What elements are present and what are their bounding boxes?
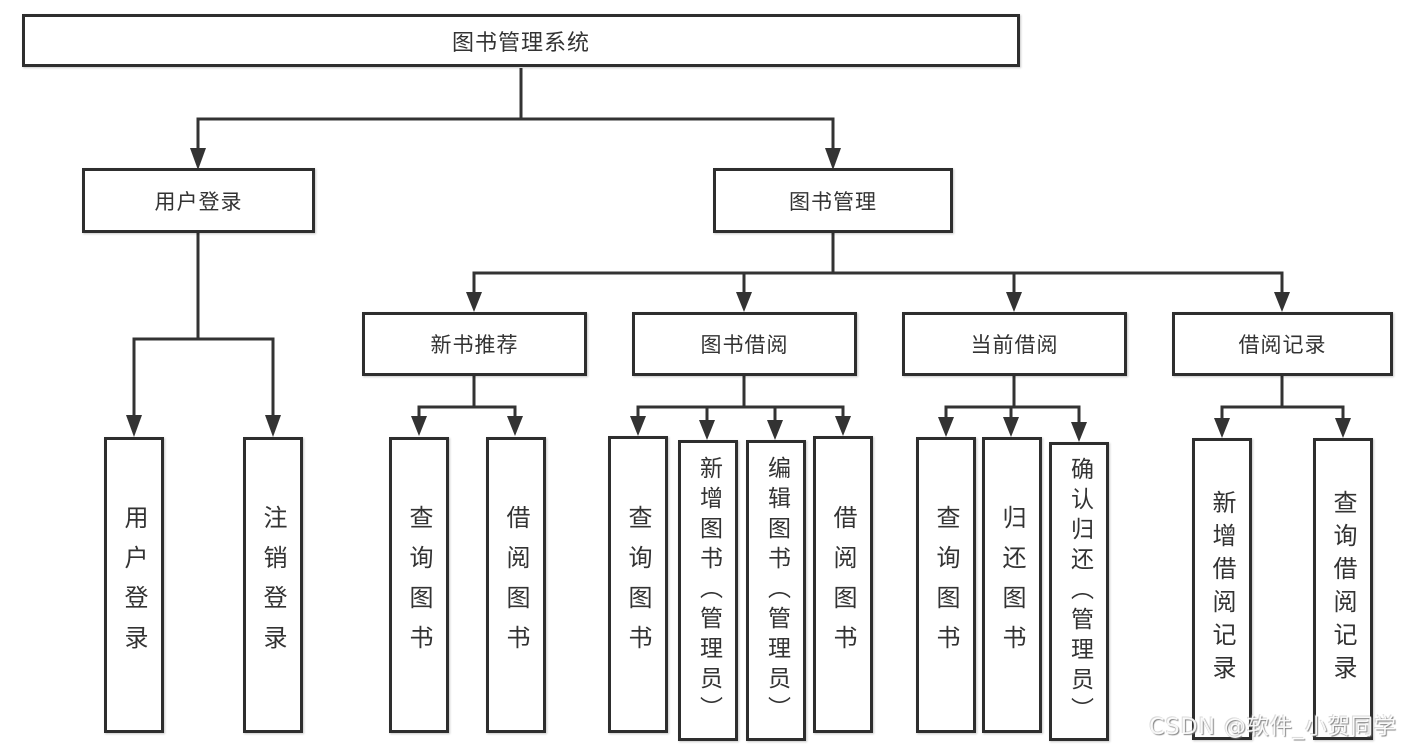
node-book-borrowing: 图书借阅 [632,312,857,376]
node-borrowing-records: 借阅记录 [1172,312,1393,376]
leaf-query-books-current: 查询图书 [916,437,976,733]
leaf-borrow-books-recommend: 借阅图书 [486,437,546,733]
node-user-login: 用户登录 [82,168,315,233]
leaf-query-books-recommend: 查询图书 [389,437,449,733]
arrowhead-icons [126,148,1351,442]
leaf-query-borrow-record: 查询借阅记录 [1313,438,1373,740]
node-new-book-recommendation: 新书推荐 [362,312,587,376]
leaf-query-books-borrow: 查询图书 [608,436,668,733]
leaf-borrow-books-borrow: 借阅图书 [813,436,873,733]
leaf-return-books: 归还图书 [982,437,1042,733]
leaf-confirm-return-admin: 确认归还（管理员） [1049,442,1109,741]
leaf-add-books-admin: 新增图书（管理员） [678,440,738,741]
root-title: 图书管理系统 [451,30,590,56]
leaf-user-login: 用户登录 [104,437,164,733]
node-root: 图书管理系统 [22,14,1020,67]
leaf-logout-login: 注销登录 [243,437,303,733]
node-current-borrowing: 当前借阅 [902,312,1127,376]
node-book-management: 图书管理 [713,168,953,233]
leaf-add-borrow-record: 新增借阅记录 [1192,438,1252,740]
leaf-edit-books-admin: 编辑图书（管理员） [746,440,806,741]
